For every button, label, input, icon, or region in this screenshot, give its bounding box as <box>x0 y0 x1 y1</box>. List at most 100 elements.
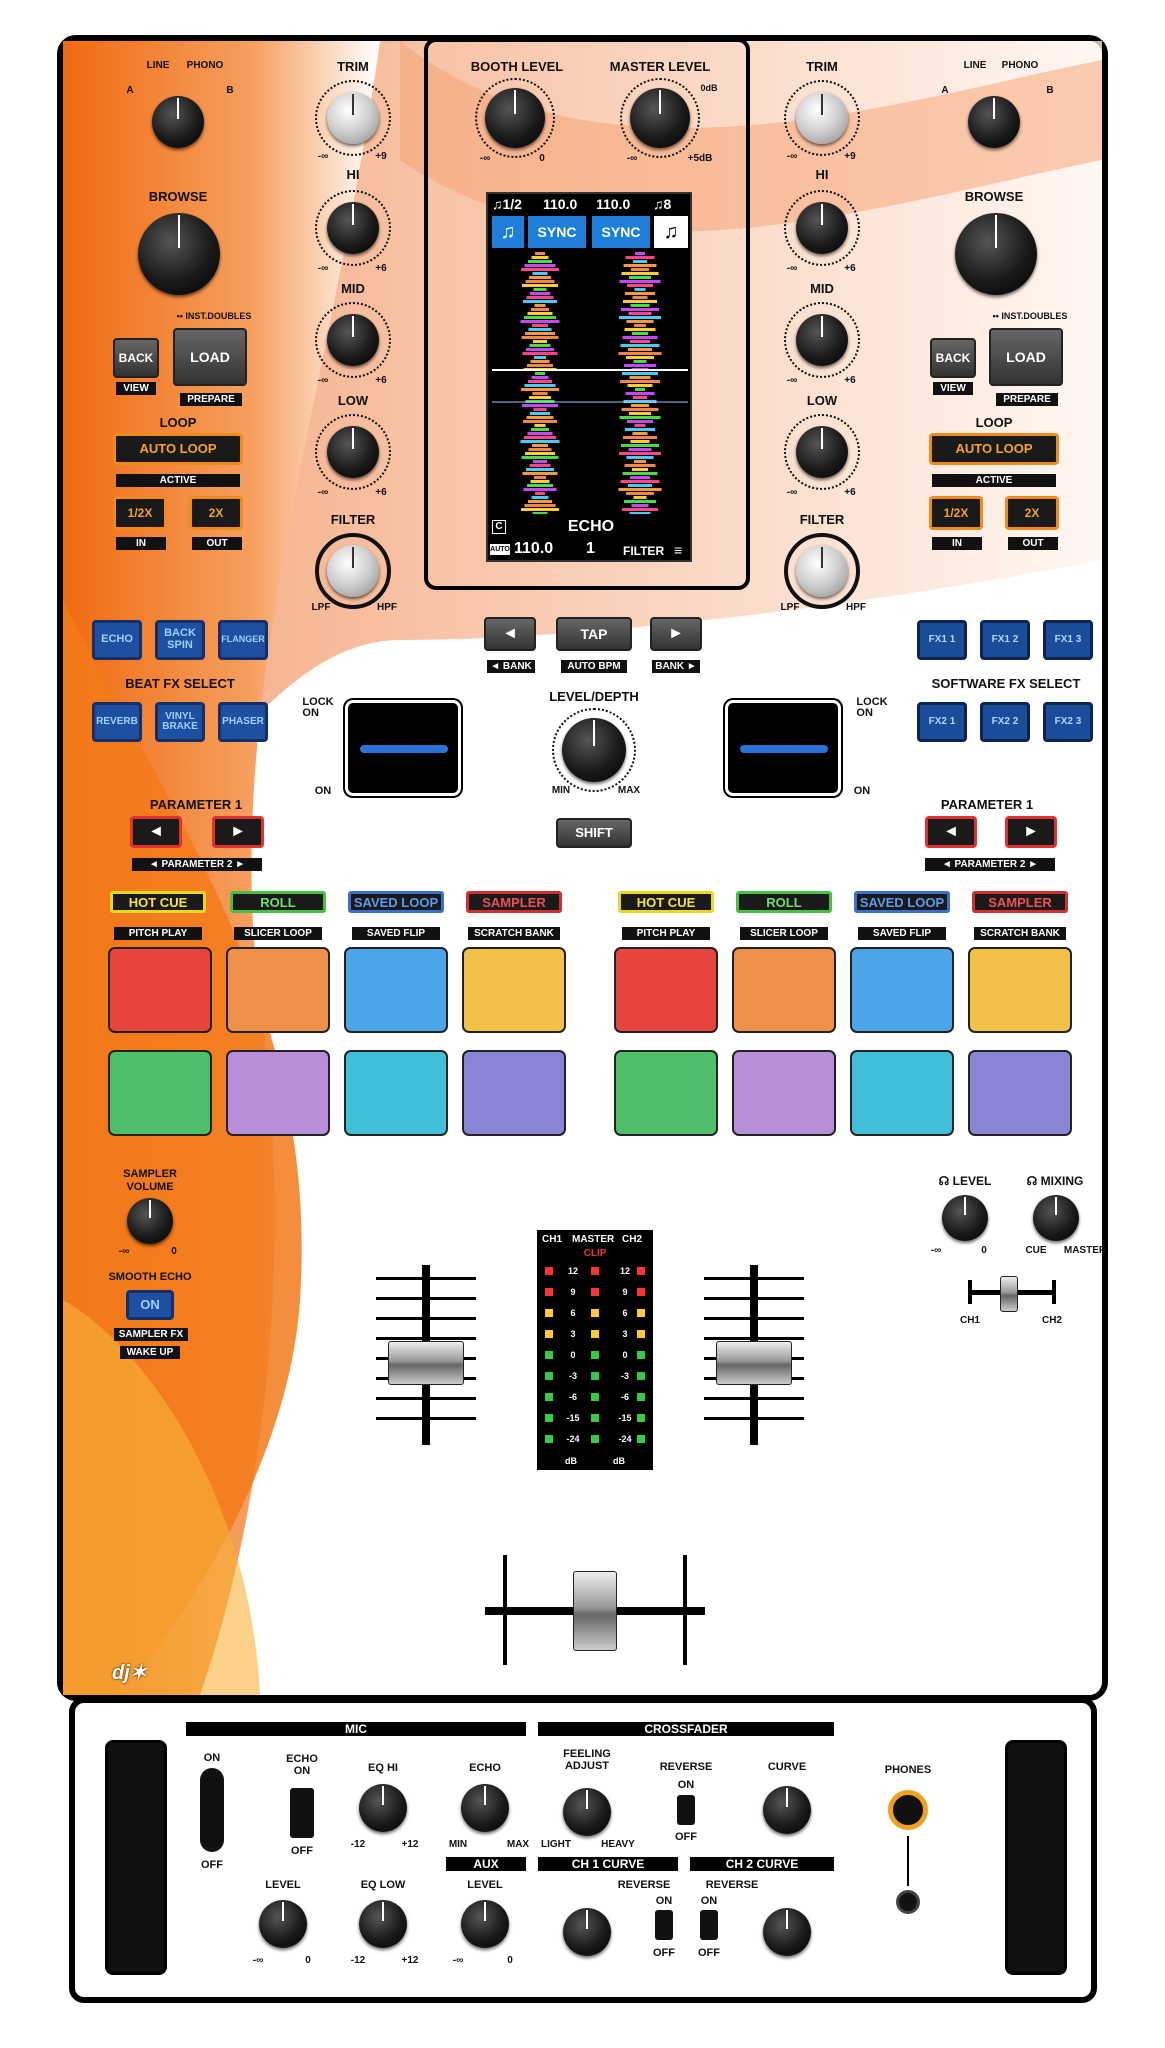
beat-fx-vinyl-brake[interactable]: VINYL BRAKE <box>155 702 205 742</box>
parameter-left-button-left[interactable]: ◄ <box>130 816 182 848</box>
ch2-curve-knob[interactable] <box>763 1908 811 1956</box>
saved-loop-button-right[interactable]: SAVED LOOP <box>854 891 950 913</box>
saved-loop-button-left[interactable]: SAVED LOOP <box>348 891 444 913</box>
channel-fader-left[interactable] <box>372 1265 480 1445</box>
fx2-3-button[interactable]: FX2 3 <box>1043 702 1093 742</box>
master-level-knob[interactable] <box>630 88 690 148</box>
ch2-reverse-switch[interactable] <box>700 1910 718 1940</box>
hp-mixing-knob[interactable] <box>1033 1195 1079 1241</box>
xf-reverse-switch[interactable] <box>677 1795 695 1825</box>
mic-switch[interactable] <box>200 1768 224 1852</box>
channel-assign-switch[interactable] <box>1000 1276 1018 1312</box>
roll-button-right[interactable]: ROLL <box>736 891 832 913</box>
trim-knob-right[interactable] <box>796 92 848 144</box>
feeling-adjust-knob[interactable] <box>563 1788 611 1836</box>
load-button-right[interactable]: LOAD <box>989 328 1063 386</box>
fx1-1-button[interactable]: FX1 1 <box>917 620 967 660</box>
browse-encoder-left[interactable] <box>138 213 220 295</box>
booth-level-knob[interactable] <box>485 88 545 148</box>
mic-level-knob[interactable] <box>259 1900 307 1948</box>
mid-knob-right[interactable] <box>796 314 848 366</box>
pad-left-1[interactable] <box>108 947 212 1033</box>
pad-left-5[interactable] <box>108 1050 212 1136</box>
crossfader[interactable] <box>485 1555 705 1665</box>
hi-knob-left[interactable] <box>327 202 379 254</box>
fx1-3-button[interactable]: FX1 3 <box>1043 620 1093 660</box>
channel-fader-left-cap[interactable] <box>388 1341 464 1385</box>
ch1-reverse-switch[interactable] <box>655 1910 673 1940</box>
filter-knob-right[interactable] <box>796 545 848 597</box>
hot-cue-button-right[interactable]: HOT CUE <box>618 891 714 913</box>
beat-fx-echo[interactable]: ECHO <box>92 620 142 660</box>
fx-paddle-left[interactable] <box>345 700 461 796</box>
level-depth-knob[interactable] <box>562 718 626 782</box>
channel-fader-right-cap[interactable] <box>716 1341 792 1385</box>
fx1-2-button[interactable]: FX1 2 <box>980 620 1030 660</box>
browse-encoder-right[interactable] <box>955 213 1037 295</box>
hp-level-knob[interactable] <box>942 1195 988 1241</box>
right-music-icon[interactable]: ♫ <box>654 216 688 248</box>
hi-knob-right[interactable] <box>796 202 848 254</box>
pad-left-8[interactable] <box>462 1050 566 1136</box>
mid-knob-left[interactable] <box>327 314 379 366</box>
pad-right-1[interactable] <box>614 947 718 1033</box>
input-selector-left[interactable] <box>152 96 204 148</box>
sync-button-left[interactable]: SYNC <box>528 216 586 248</box>
sampler-button-left[interactable]: SAMPLER <box>466 891 562 913</box>
phones-jack-large[interactable] <box>888 1790 928 1830</box>
beat-fx-phaser[interactable]: PHASER <box>218 702 268 742</box>
pad-right-6[interactable] <box>732 1050 836 1136</box>
bank-left-button[interactable]: ◄ <box>484 617 536 651</box>
crossfader-cap[interactable] <box>573 1571 617 1651</box>
auto-loop-button-right[interactable]: AUTO LOOP <box>929 433 1059 465</box>
pad-right-3[interactable] <box>850 947 954 1033</box>
roll-button-left[interactable]: ROLL <box>230 891 326 913</box>
tap-button[interactable]: TAP <box>556 617 632 651</box>
xf-curve-knob[interactable] <box>763 1786 811 1834</box>
pad-left-2[interactable] <box>226 947 330 1033</box>
left-music-icon[interactable]: ♫ <box>492 216 524 248</box>
loop-double-button-right[interactable]: 2X <box>1005 496 1059 530</box>
mic-echo-knob[interactable] <box>461 1784 509 1832</box>
pad-right-8[interactable] <box>968 1050 1072 1136</box>
pad-left-4[interactable] <box>462 947 566 1033</box>
mic-eq-low-knob[interactable] <box>359 1900 407 1948</box>
back-button-right[interactable]: BACK <box>930 338 976 378</box>
auto-loop-button-left[interactable]: AUTO LOOP <box>113 433 243 465</box>
aux-level-knob[interactable] <box>461 1900 509 1948</box>
hot-cue-button-left[interactable]: HOT CUE <box>110 891 206 913</box>
pad-left-7[interactable] <box>344 1050 448 1136</box>
bank-right-button[interactable]: ► <box>650 617 702 651</box>
trim-knob-left[interactable] <box>327 92 379 144</box>
back-button-left[interactable]: BACK <box>113 338 159 378</box>
sampler-volume-knob[interactable] <box>127 1198 173 1244</box>
pad-left-3[interactable] <box>344 947 448 1033</box>
parameter-left-button-right[interactable]: ◄ <box>925 816 977 848</box>
shift-button[interactable]: SHIFT <box>556 818 632 848</box>
loop-half-button-right[interactable]: 1/2X <box>929 496 983 530</box>
parameter-right-button-right[interactable]: ► <box>1005 816 1057 848</box>
fx2-2-button[interactable]: FX2 2 <box>980 702 1030 742</box>
smooth-echo-on-button[interactable]: ON <box>126 1290 174 1320</box>
pad-right-2[interactable] <box>732 947 836 1033</box>
ch1-curve-knob[interactable] <box>563 1908 611 1956</box>
channel-fader-right[interactable] <box>700 1265 808 1445</box>
pad-right-7[interactable] <box>850 1050 954 1136</box>
touch-display[interactable]: ♫1/2 110.0 110.0 ♫8 ♫ SYNC SYNC ♫ C ECHO… <box>486 192 692 562</box>
pad-right-5[interactable] <box>614 1050 718 1136</box>
fx2-1-button[interactable]: FX2 1 <box>917 702 967 742</box>
input-selector-right[interactable] <box>968 96 1020 148</box>
beat-fx-back-spin[interactable]: BACK SPIN <box>155 620 205 660</box>
loop-half-button-left[interactable]: 1/2X <box>113 496 167 530</box>
load-button-left[interactable]: LOAD <box>173 328 247 386</box>
parameter-right-button-left[interactable]: ► <box>212 816 264 848</box>
echo-on-switch[interactable] <box>290 1788 314 1838</box>
beat-fx-flanger[interactable]: FLANGER <box>218 620 268 660</box>
sync-button-right[interactable]: SYNC <box>592 216 650 248</box>
low-knob-left[interactable] <box>327 426 379 478</box>
fx-paddle-right[interactable] <box>725 700 841 796</box>
menu-icon[interactable]: ≡ <box>674 542 683 558</box>
pad-left-6[interactable] <box>226 1050 330 1136</box>
beat-fx-reverb[interactable]: REVERB <box>92 702 142 742</box>
filter-knob-left[interactable] <box>327 545 379 597</box>
